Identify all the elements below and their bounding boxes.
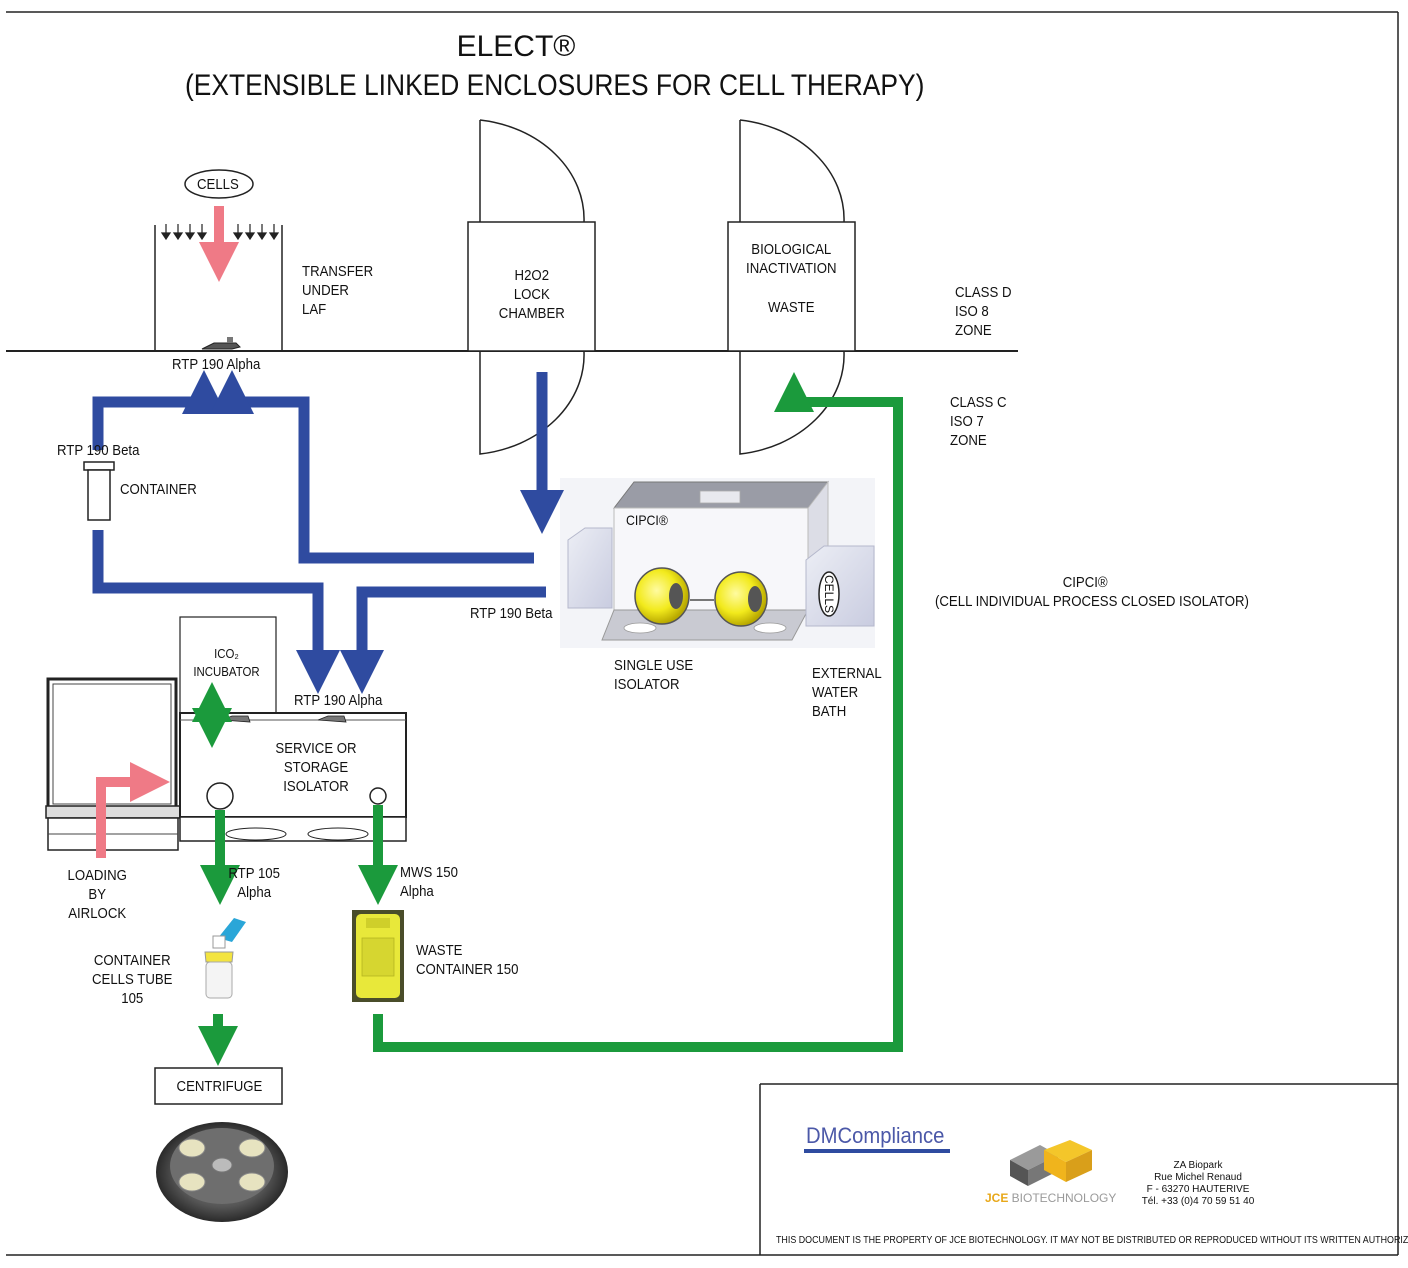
footer-box [759, 1083, 1398, 1255]
property-disclaimer: THIS DOCUMENT IS THE PROPERTY OF JCE BIO… [776, 1235, 1408, 1246]
green-arrow-waste-to-bio [373, 372, 903, 1052]
cipci-isolator [560, 478, 875, 648]
green-flow-arrows [192, 372, 903, 1066]
service-isolator-label: SERVICE OR STORAGE ISOLATOR [275, 740, 357, 795]
pink-arrow-airlock-loading [96, 762, 170, 858]
class-d-zone-label: CLASS D ISO 8 ZONE [955, 284, 1012, 339]
company-address: ZA Biopark Rue Michel Renaud F - 63270 H… [1141, 1160, 1255, 1207]
blue-arrow-container-to-laf [92, 370, 226, 450]
airlock-cabinet [45, 677, 181, 851]
cipci-brand-label: CIPCI® [626, 512, 668, 528]
page-frame [6, 11, 1399, 1256]
container-icon [83, 461, 115, 521]
pink-flow-arrows [96, 206, 239, 858]
centrifuge-icon [156, 1122, 288, 1222]
jce-biotechnology-logo: JCE BIOTECHNOLOGY [985, 1191, 1116, 1205]
rtp105-label: RTP 105 Alpha [228, 865, 280, 901]
waste-container-icon [352, 910, 404, 1002]
transfer-laf-label: TRANSFER UNDER LAF [302, 263, 374, 318]
waste-label: WASTE [768, 299, 815, 316]
h2o2-chamber-label: H2O2 LOCK CHAMBER [498, 267, 565, 322]
loading-airlock-label: LOADING BY AIRLOCK [67, 867, 127, 922]
dmcompliance-logo: DMCompliance [806, 1123, 945, 1148]
centrifuge-label: CENTRIFUGE [176, 1078, 263, 1095]
laf-hood [154, 224, 283, 351]
class-c-zone-label: CLASS C ISO 7 ZONE [950, 394, 1007, 449]
blue-arrow-cipci-to-laf [210, 370, 534, 564]
ico2-incubator-label: ICO₂ INCUBATOR [193, 646, 260, 679]
cells-oval [184, 169, 254, 199]
page-title-line2: (EXTENSIBLE LINKED ENCLOSURES FOR CELL T… [185, 69, 925, 102]
cipci-subtitle-label: (CELL INDIVIDUAL PROCESS CLOSED ISOLATOR… [935, 593, 1249, 610]
container-label: CONTAINER [120, 481, 197, 498]
blue-arrow-container-to-service [92, 530, 340, 694]
biological-inactivation-chamber [727, 119, 856, 455]
page-title-line1: ELECT® [456, 30, 576, 63]
jce-logo-mark [1010, 1140, 1092, 1186]
mws150-label: MWS 150 Alpha [400, 864, 458, 900]
h2o2-lock-chamber [467, 119, 596, 455]
cells-oval-label: CELLS [197, 176, 239, 193]
cells-tube-icon [204, 918, 246, 999]
rtp190-alpha-mid-label: RTP 190 Alpha [294, 692, 383, 709]
rtp190-alpha-top-label: RTP 190 Alpha [172, 356, 261, 373]
rtp190-beta-left-label: RTP 190 Beta [57, 442, 140, 459]
centrifuge-box [154, 1067, 283, 1105]
jce-logo-text: JCE [985, 1191, 1009, 1205]
cells-vertical-label: CELLS [822, 575, 836, 614]
blue-arrow-cipci-to-service [340, 586, 546, 694]
container-cells-tube-label: CONTAINER CELLS TUBE 105 [92, 952, 173, 1007]
cipci-title-label: CIPCI® [1062, 574, 1108, 591]
external-water-bath-label: EXTERNAL WATER BATH [812, 665, 882, 720]
waste-container-label: WASTE CONTAINER 150 [416, 942, 519, 978]
single-use-isolator-label: SINGLE USE ISOLATOR [614, 657, 694, 693]
biotechnology-logo-text: BIOTECHNOLOGY [1008, 1191, 1117, 1205]
rtp190-beta-right-label: RTP 190 Beta [470, 605, 553, 622]
blue-flow-arrows [92, 370, 564, 694]
bio-inactivation-label: BIOLOGICAL INACTIVATION [746, 241, 837, 277]
